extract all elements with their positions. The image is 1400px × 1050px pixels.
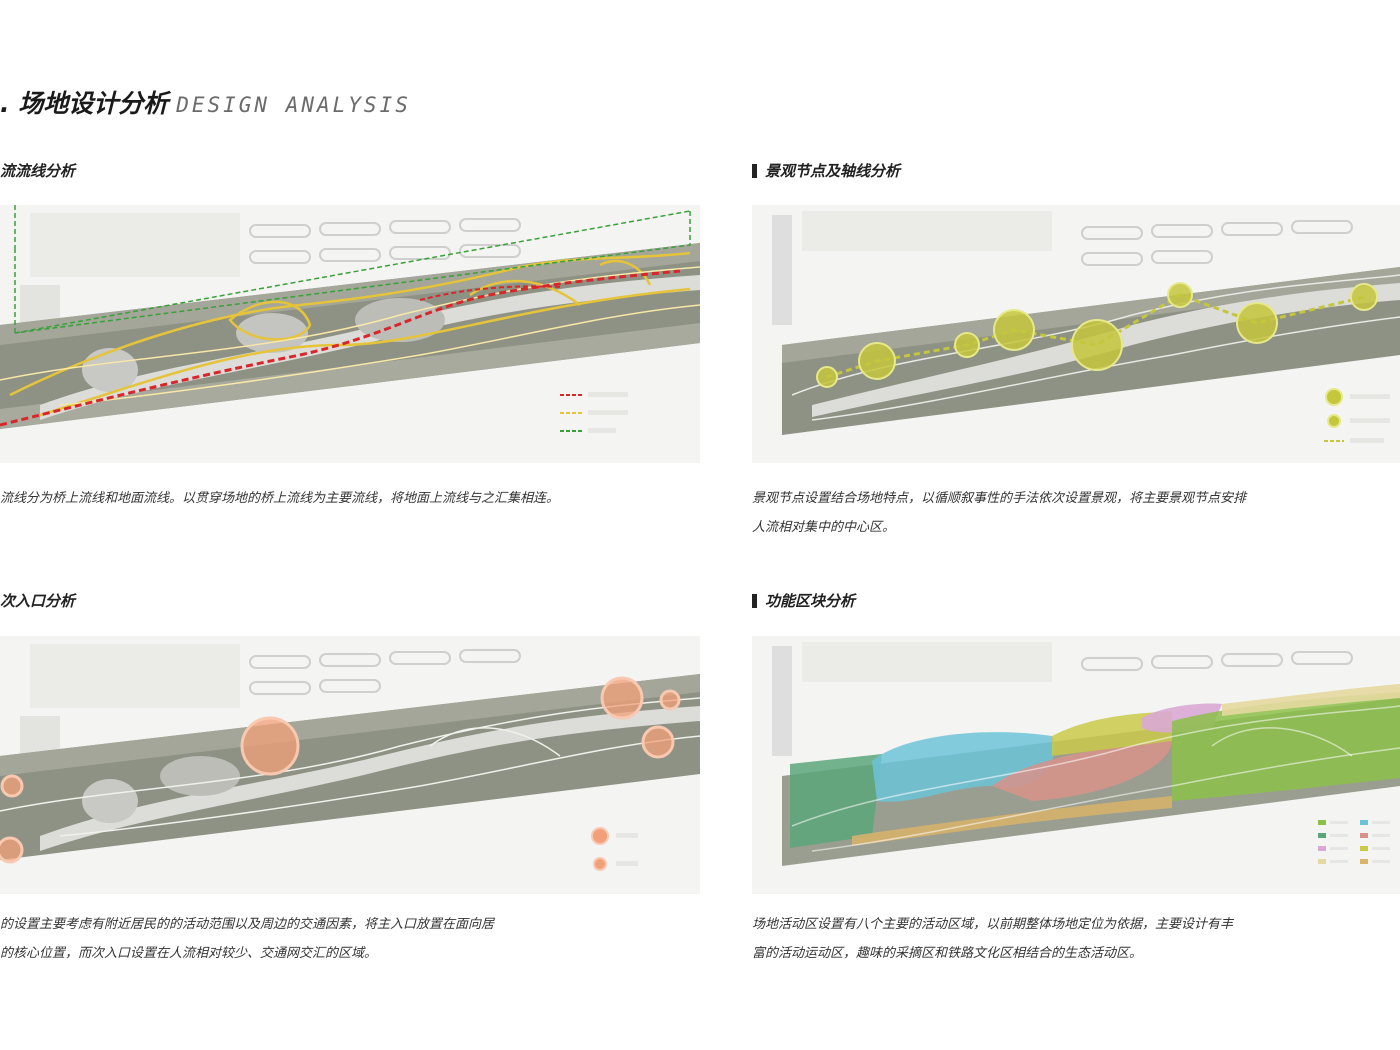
entrances-legend [591,827,638,871]
nodes-description-line-2: 人流相对集中的中心区。 [752,520,896,535]
nodes-description-line-1: 景观节点设置结合场地特点，以循顺叙事性的手法依次设置景观，将主要景观节点安排 [752,491,1247,506]
zones-description-line-1: 场地活动区设置有八个主要的活动区域，以前期整体场地定位为依据，主要设计有丰 [752,917,1234,932]
circulation-heading: 流流线分析 [0,162,76,180]
circulation-map [0,205,700,463]
zones-description-line-2: 富的活动运动区，趣味的采摘区和铁路文化区相结合的生态活动区。 [752,946,1143,961]
zones-description: 场地活动区设置有八个主要的活动区域，以前期整体场地定位为依据，主要设计有丰 富的… [752,910,1233,968]
circulation-description: 流线分为桥上流线和地面流线。以贯穿场地的桥上流线为主要流线，将地面上流线与之汇集… [0,491,560,506]
zones-map [752,636,1400,894]
page-title-en: DESIGN ANALYSIS [176,93,411,117]
nodes-heading: 景观节点及轴线分析 [752,160,900,181]
nodes-map [752,205,1400,463]
nodes-description: 景观节点设置结合场地特点，以循顺叙事性的手法依次设置景观，将主要景观节点安排 人… [752,484,1246,542]
zones-legend [1318,820,1390,864]
circulation-legend [560,392,628,433]
page-title-cn: . 场地设计分析 [0,89,169,118]
entrances-description-line-1: 的设置主要考虑有附近居民的的活动范围以及周边的交通因素，将主入口放置在面向居 [0,917,495,932]
entrances-description-line-2: 的核心位置，而次入口设置在人流相对较少、交通网交汇的区域。 [0,946,378,961]
page-title: . 场地设计分析 DESIGN ANALYSIS [0,84,411,118]
entrances-map [0,636,700,894]
entrances-description: 的设置主要考虑有附近居民的的活动范围以及周边的交通因素，将主入口放置在面向居 的… [0,910,494,968]
nodes-legend [1324,388,1390,443]
entrances-heading: 次入口分析 [0,592,76,610]
heading-bar-icon [752,593,757,608]
heading-bar-icon [752,163,757,178]
zones-heading: 功能区块分析 [752,590,855,611]
